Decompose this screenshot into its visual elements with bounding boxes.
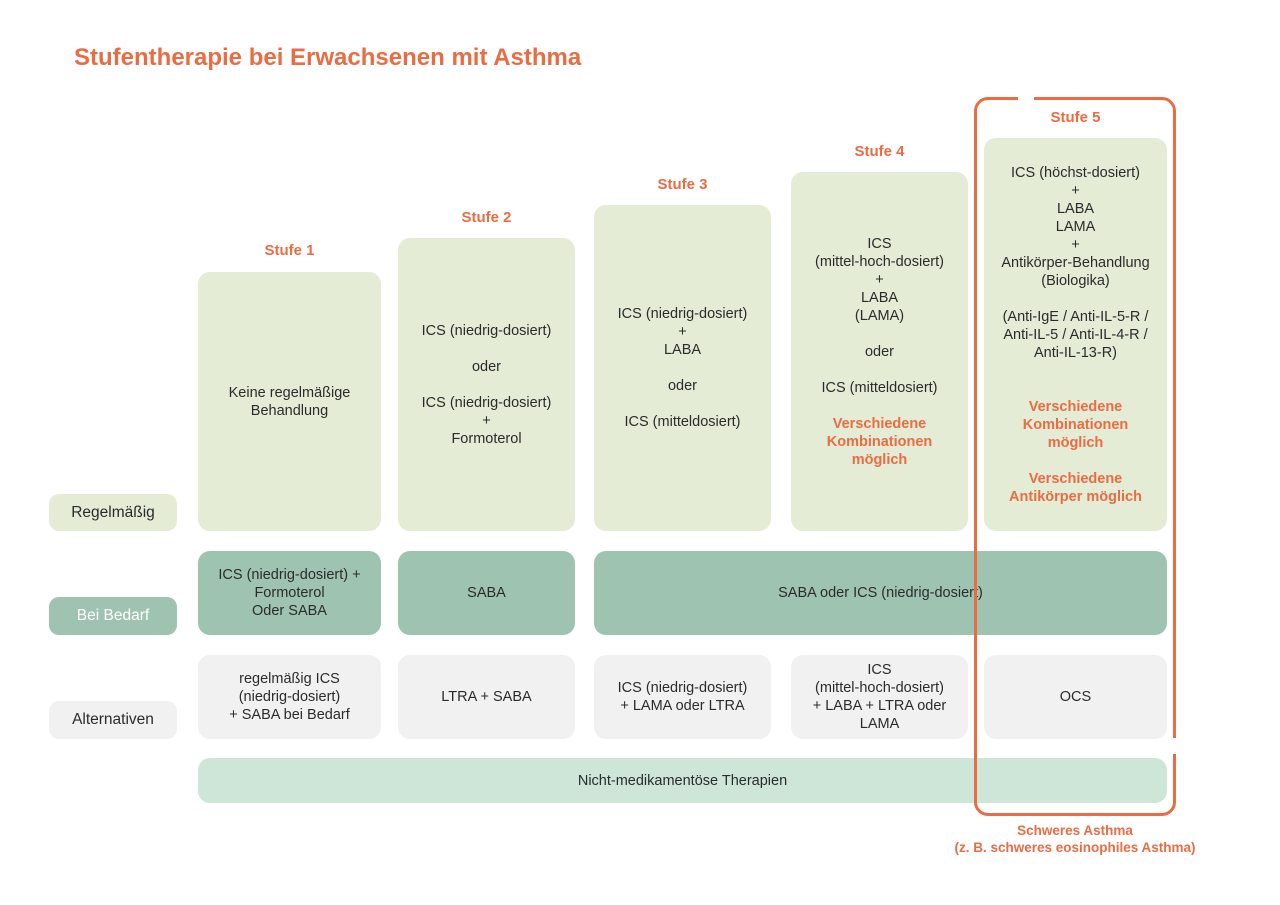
text-line: ICS (niedrig-dosiert) <box>617 306 748 322</box>
step-4-alternatives-box: ICS (mittel-hoch-dosiert) + LABA + LTRA od… <box>791 655 968 739</box>
text-line: ICS (niedrig-dosiert) <box>421 322 552 339</box>
text-line: (LAMA) <box>854 307 905 324</box>
text-line: + <box>1071 236 1080 253</box>
text-line: (Anti-IgE / Anti-IL-5-R / <box>1002 308 1149 325</box>
highlight-text-line: Kombinationen <box>1022 416 1129 433</box>
text-line: OCS <box>1059 689 1092 705</box>
step-2-demand-box: SABA <box>398 551 575 635</box>
text-line: oder <box>864 343 895 360</box>
page-title: Stufentherapie bei Erwachsenen mit Asthm… <box>74 44 582 71</box>
text-line: ICS <box>867 235 892 252</box>
text-line: + LAMA oder LTRA <box>620 698 745 714</box>
step-1-label: Stufe 1 <box>264 242 315 259</box>
text-line: SABA <box>467 585 506 601</box>
highlight-text-line: Kombinationen <box>826 433 933 450</box>
text-line: LAMA <box>859 716 900 732</box>
text-line: ICS (niedrig-dosiert) <box>421 394 552 411</box>
step-5-label: Stufe 5 <box>1050 109 1101 126</box>
severe-asthma-bracket <box>974 97 1176 816</box>
step-5-alternatives-box: OCS <box>984 655 1167 739</box>
text-line: oder <box>667 378 698 394</box>
step-4-label: Stufe 4 <box>854 143 905 160</box>
non-medical-therapies-bar: Nicht-medikamentöse Therapien <box>198 758 1167 803</box>
text-line: + <box>1071 182 1080 199</box>
bracket-gap-right <box>1172 738 1180 754</box>
text-line: ICS <box>867 662 892 678</box>
non-medical-text: Nicht-medikamentöse Therapien <box>577 772 788 789</box>
step-3-alternatives-box: ICS (niedrig-dosiert) + LAMA oder LTRA <box>594 655 771 739</box>
step-1-alternatives-box: regelmäßig ICS (niedrig-dosiert) + SABA be… <box>198 655 381 739</box>
text-line: + <box>678 324 687 340</box>
step-3-label: Stufe 3 <box>657 176 708 193</box>
text-line: Keine regelmäßige <box>228 384 351 401</box>
text-line: (mittel-hoch-dosiert) <box>815 253 944 270</box>
text-line: Formoterol <box>451 430 522 447</box>
text-line: Formoterol <box>254 585 325 601</box>
text-line: Anti-IL-13-R) <box>1034 344 1117 361</box>
text-line: + <box>482 412 491 429</box>
highlight-text-line: möglich <box>851 451 908 468</box>
text-line: ICS (niedrig-dosiert) + <box>218 567 361 583</box>
highlight-text-line: möglich <box>1047 434 1104 451</box>
highlight-text-line: Verschiedene <box>1028 398 1123 415</box>
text-line: regelmäßig ICS <box>239 671 340 687</box>
text-line: Anti-IL-5 / Anti-IL-4-R / <box>1003 326 1148 343</box>
text-line: ICS (höchst-dosiert) <box>1011 164 1140 181</box>
text-line: (Biologika) <box>1041 272 1110 289</box>
text-line: + <box>875 271 884 288</box>
shared-demand-text: SABA oder ICS (niedrig-dosiert) <box>778 585 983 601</box>
text-line: ICS (niedrig-dosiert) <box>617 680 748 696</box>
text-line: Oder SABA <box>252 603 327 619</box>
text-line: (niedrig-dosiert) <box>238 689 341 705</box>
text-line: LABA <box>1056 200 1095 217</box>
highlight-text-line: Antikörper möglich <box>1009 488 1142 505</box>
text-line: Behandlung <box>250 402 329 419</box>
severe-asthma-subtitle: (z. B. schweres eosinophiles Asthma) <box>954 840 1196 855</box>
text-line: ICS (mitteldosiert) <box>821 379 938 396</box>
text-line: + SABA bei Bedarf <box>229 707 350 723</box>
step-2-alternatives-box: LTRA + SABA <box>398 655 575 739</box>
text-line: oder <box>471 358 502 375</box>
severe-asthma-caption: Schweres Asthma (z. B. schweres eosinoph… <box>930 822 1220 856</box>
text-line: LTRA + SABA <box>441 689 532 705</box>
text-line: LAMA <box>1055 218 1096 235</box>
row-label-regular: Regelmäßig <box>49 494 177 531</box>
step-2-label: Stufe 2 <box>461 209 512 226</box>
severe-asthma-title: Schweres Asthma <box>1017 823 1133 838</box>
row-label-demand: Bei Bedarf <box>49 597 177 635</box>
shared-demand-box: SABA oder ICS (niedrig-dosiert) <box>594 551 1167 635</box>
text-line: + LABA + LTRA oder <box>812 698 947 714</box>
highlight-text-line: Verschiedene <box>1028 470 1123 487</box>
text-line: Antikörper-Behandlung <box>1001 254 1150 271</box>
text-line: LABA <box>860 289 899 306</box>
text-line: LABA <box>663 342 702 358</box>
text-line: ICS (mitteldosiert) <box>624 414 741 430</box>
bracket-gap <box>1018 94 1034 102</box>
highlight-text-line: Verschiedene <box>832 415 927 432</box>
text-line: (mittel-hoch-dosiert) <box>815 680 944 696</box>
row-label-alternatives: Alternativen <box>49 701 177 739</box>
